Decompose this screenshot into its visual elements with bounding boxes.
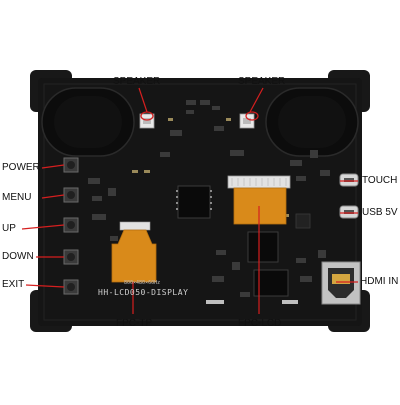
label-hdmi-in: HDMI IN bbox=[360, 276, 399, 287]
fpc-tp-connector bbox=[119, 221, 151, 231]
silkscreen-spec: 800×480×60Hz bbox=[124, 280, 161, 286]
hdmi-gold bbox=[332, 274, 350, 284]
speaker-right bbox=[265, 87, 359, 157]
callout-lines bbox=[21, 87, 358, 314]
fpc-lcd-connector bbox=[227, 175, 291, 189]
label-power: POWER bbox=[2, 162, 40, 173]
fpc-tp-flex bbox=[111, 229, 157, 283]
label-down: DOWN bbox=[2, 251, 34, 262]
smd-components bbox=[88, 100, 330, 297]
side-buttons bbox=[63, 157, 79, 295]
ic-chip bbox=[177, 185, 211, 219]
label-exit: EXIT bbox=[2, 279, 25, 290]
label-speaker-right: SPEAKER bbox=[238, 76, 286, 87]
label-touch: TOUCH bbox=[362, 175, 398, 186]
speaker-left bbox=[41, 87, 135, 157]
ic-chip-hdmi bbox=[253, 269, 289, 297]
label-up: UP bbox=[2, 223, 16, 234]
label-menu: MENU bbox=[2, 192, 32, 203]
silkscreen-model: HH-LCD050-DISPLAY bbox=[98, 288, 189, 297]
label-fpc-tp: FPC-TP bbox=[116, 318, 153, 329]
fpc-lcd-flex bbox=[234, 188, 286, 224]
label-usb-5v: USB 5V bbox=[362, 207, 398, 218]
label-fpc-lcd: FPC-LCD bbox=[238, 318, 282, 329]
label-speaker-left: SPEAKER bbox=[113, 76, 161, 87]
ic-chip-lcd bbox=[247, 231, 279, 263]
